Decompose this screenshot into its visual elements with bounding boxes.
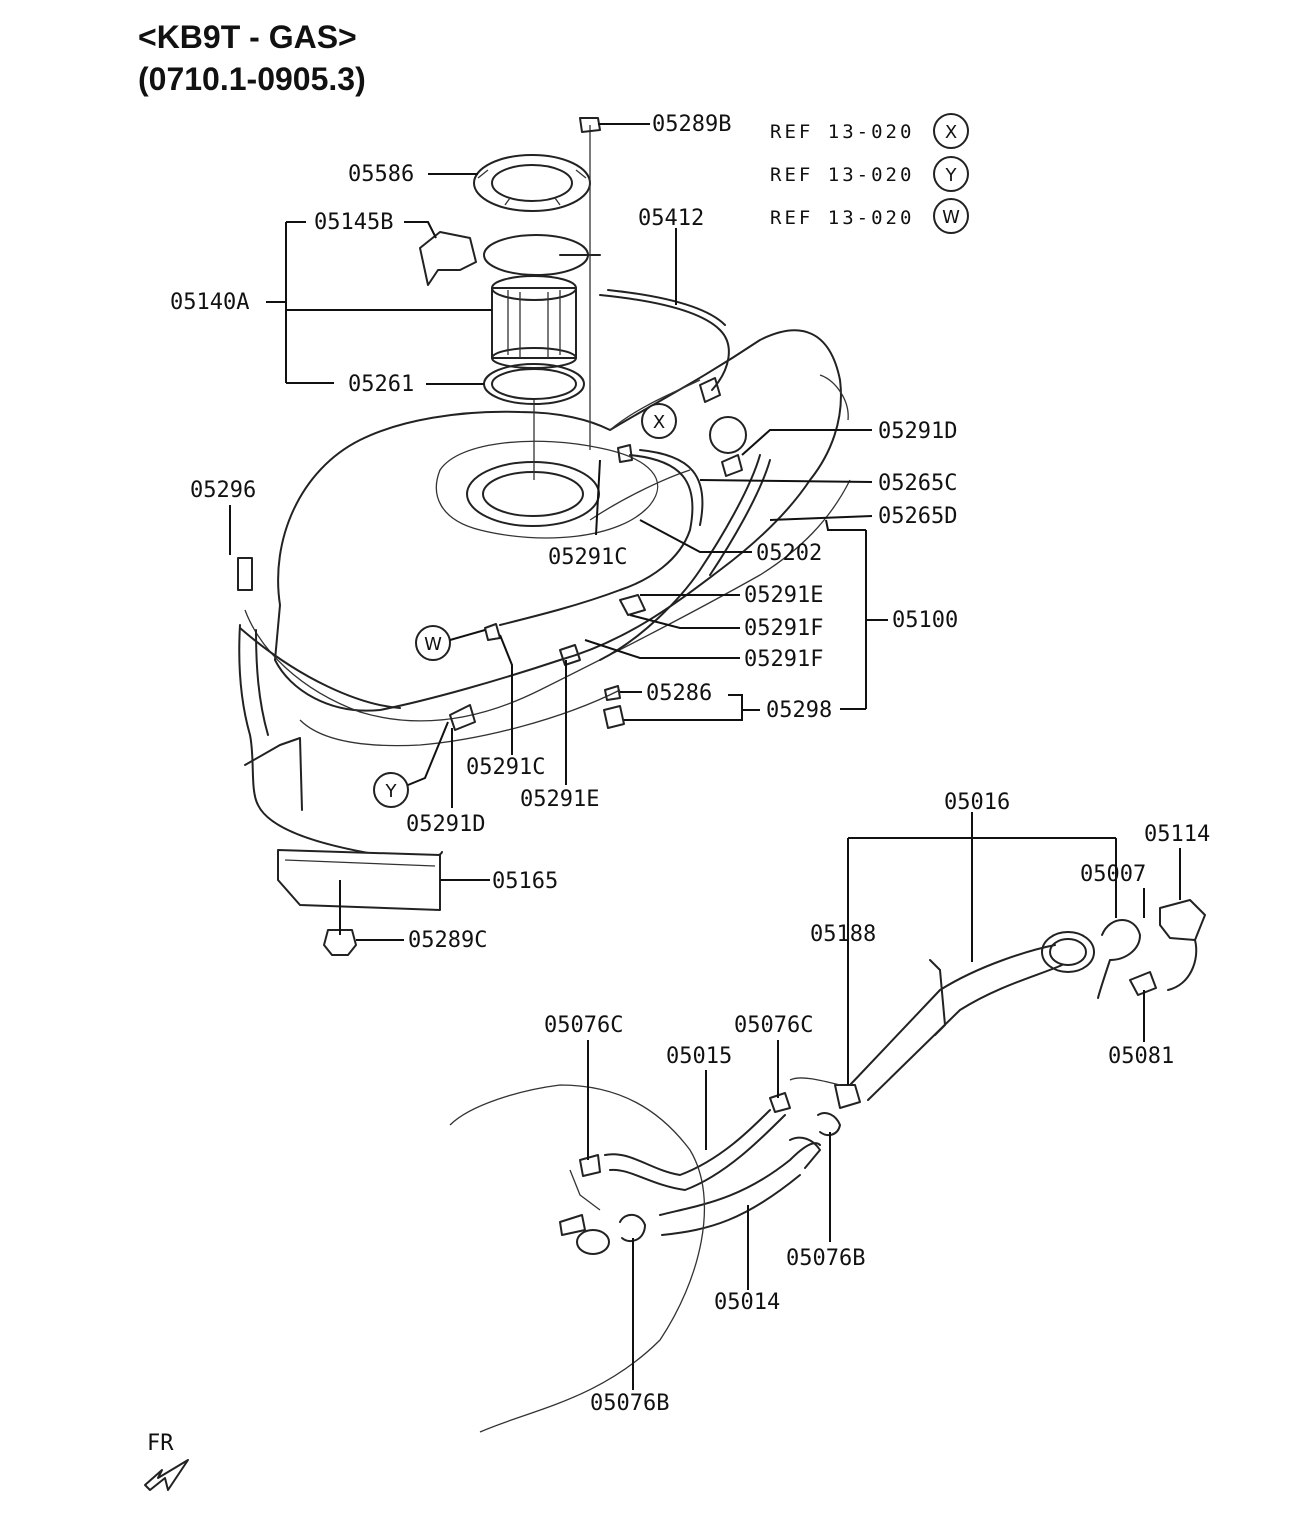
marker-y: Y <box>385 781 398 802</box>
label-05114: 05114 <box>1144 822 1210 847</box>
label-05015: 05015 <box>666 1044 732 1069</box>
ref-w-text: REF 13-020 <box>770 207 914 229</box>
marker-w: W <box>424 634 442 655</box>
label-05412: 05412 <box>638 206 704 231</box>
marker-y-circle <box>373 772 409 808</box>
label-05286: 05286 <box>646 681 712 706</box>
label-05265C: 05265C <box>878 471 957 496</box>
tank-strap <box>238 624 443 911</box>
front-direction-indicator: FR <box>144 1431 189 1491</box>
ref-y-text: REF 13-020 <box>770 164 914 186</box>
reference-block: REF 13-020 X REF 13-020 Y REF 13-020 W <box>770 113 969 234</box>
label-05291E-right: 05291E <box>744 583 823 608</box>
label-05291F-2: 05291F <box>744 647 823 672</box>
label-05076B-right: 05076B <box>786 1246 865 1271</box>
lock-ring <box>473 154 591 212</box>
label-05076C-right: 05076C <box>734 1013 813 1038</box>
label-05202: 05202 <box>756 541 822 566</box>
label-05291E-low: 05291E <box>520 787 599 812</box>
ref-y-marker: Y <box>945 165 958 186</box>
marker-w-circle <box>415 625 451 661</box>
ref-w-circle <box>933 198 969 234</box>
front-arrow-icon <box>144 1459 189 1491</box>
label-05076C-left: 05076C <box>544 1013 623 1038</box>
pump-gasket <box>483 363 585 405</box>
title-date-range: (0710.1-0905.3) <box>138 61 366 97</box>
label-05291C-top: 05291C <box>548 545 627 570</box>
ref-x-marker: X <box>945 122 957 143</box>
body-outline <box>449 1077 841 1433</box>
label-05291D-low: 05291D <box>406 812 485 837</box>
label-05291D-top: 05291D <box>878 419 957 444</box>
ref-w-marker: W <box>942 207 960 228</box>
label-05016: 05016 <box>944 790 1010 815</box>
marker-x-circle <box>641 403 677 439</box>
label-05014: 05014 <box>714 1290 780 1315</box>
label-05265D: 05265D <box>878 504 957 529</box>
ref-x-circle <box>933 113 969 149</box>
label-05298: 05298 <box>766 698 832 723</box>
ref-y-circle <box>933 156 969 192</box>
filler-neck-assembly <box>849 899 1206 1101</box>
label-05289C: 05289C <box>408 928 487 953</box>
tank-markers: X W Y <box>373 403 677 808</box>
label-05165: 05165 <box>492 869 558 894</box>
label-05140A: 05140A <box>170 290 249 315</box>
pump-opening <box>466 461 600 527</box>
label-05100: 05100 <box>892 608 958 633</box>
bottom-fittings <box>237 557 646 956</box>
label-05586: 05586 <box>348 162 414 187</box>
label-05291F-1: 05291F <box>744 616 823 641</box>
nut-05289b <box>579 117 601 133</box>
vapor-tubes <box>484 289 771 661</box>
filler-hoses <box>559 1084 861 1255</box>
fuel-tank <box>244 329 851 747</box>
label-05076B-low: 05076B <box>590 1391 669 1416</box>
label-05289B: 05289B <box>652 112 731 137</box>
label-05007: 05007 <box>1080 862 1146 887</box>
fuel-pump-module <box>419 231 601 369</box>
label-05081: 05081 <box>1108 1044 1174 1069</box>
label-05188: 05188 <box>810 922 876 947</box>
title-model: <KB9T - GAS> <box>138 19 357 55</box>
direction-label: FR <box>147 1431 174 1456</box>
label-05145B: 05145B <box>314 210 393 235</box>
leader-lines <box>229 123 1181 1390</box>
ref-x-text: REF 13-020 <box>770 121 914 143</box>
part-labels: 05289B 05586 05145B 05412 05140A 05261 0… <box>170 112 1210 1416</box>
label-05261: 05261 <box>348 372 414 397</box>
marker-x: X <box>653 412 665 433</box>
label-05296: 05296 <box>190 478 256 503</box>
label-05291C-low: 05291C <box>466 755 545 780</box>
